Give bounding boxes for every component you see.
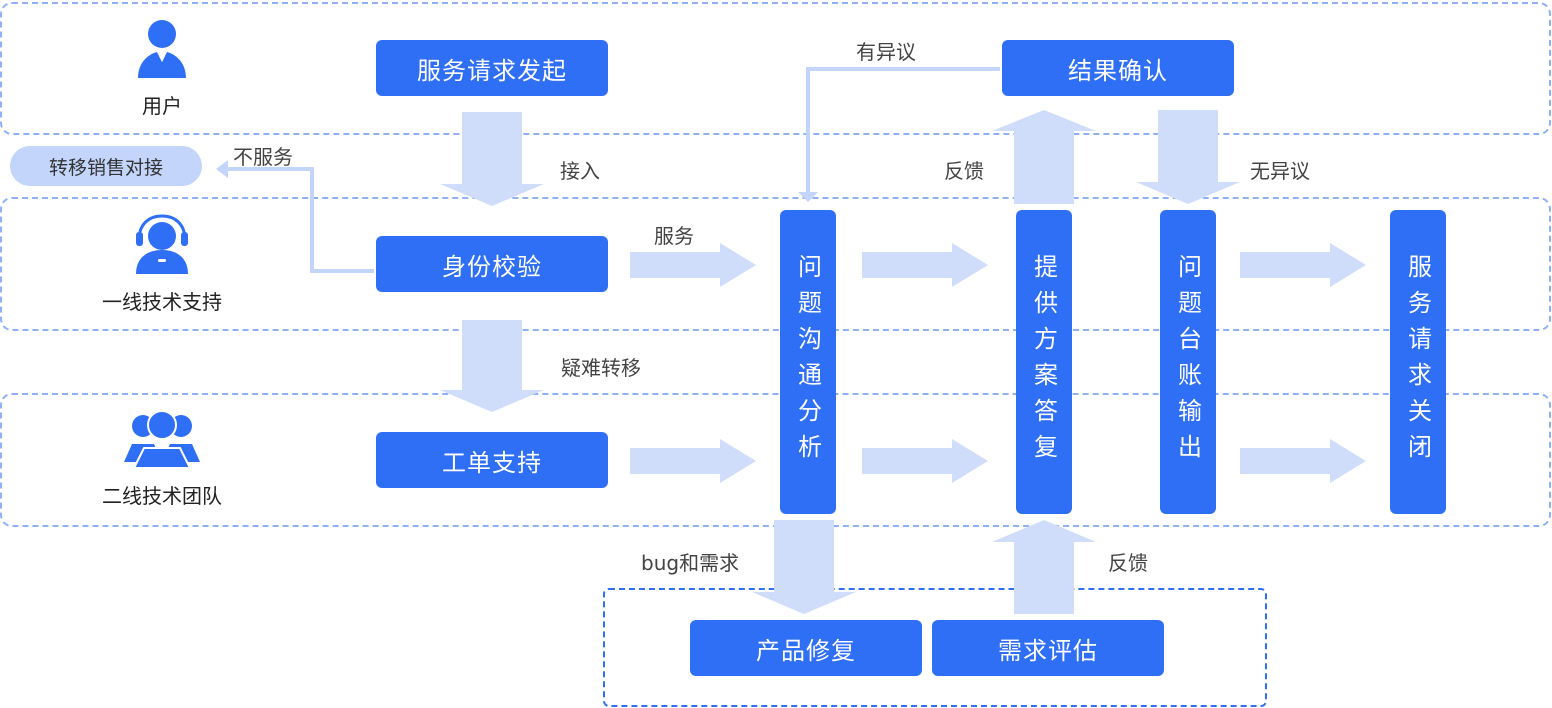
- arrow-ticket-to-analysis: [630, 439, 756, 483]
- label-feedback-up: 反馈: [944, 159, 984, 183]
- arrow-service: [630, 243, 756, 287]
- user-icon: [138, 20, 186, 78]
- headset-agent-icon: [136, 214, 188, 274]
- node-request-start[interactable]: 服务请求发起: [376, 40, 608, 96]
- role-user: 用户: [62, 18, 262, 119]
- arrow-escalate: [440, 320, 544, 412]
- arrow-bug-and-req: [752, 520, 856, 614]
- label-no-service: 不服务: [233, 145, 293, 169]
- arrow-analysis-to-solution-2: [862, 439, 988, 483]
- arrow-analysis-to-solution-1: [862, 243, 988, 287]
- label-objection: 有异议: [856, 40, 916, 64]
- arrow-feedback-up: [992, 110, 1096, 204]
- role-second-line-label: 二线技术团队: [102, 484, 222, 508]
- team-icon: [124, 410, 200, 469]
- node-solution-reply[interactable]: 提供方案答复: [1016, 210, 1072, 514]
- role-second-line: 二线技术团队: [62, 410, 262, 509]
- role-first-line-label: 一线技术支持: [102, 290, 222, 314]
- node-product-fix[interactable]: 产品修复: [690, 620, 922, 676]
- label-no-objection: 无异议: [1250, 159, 1310, 183]
- label-access: 接入: [560, 159, 600, 183]
- arrow-no-service: [228, 167, 374, 273]
- label-feedback-bottom: 反馈: [1108, 551, 1148, 575]
- node-result-confirm[interactable]: 结果确认: [1002, 40, 1234, 96]
- dev-group-box: [603, 588, 1267, 707]
- arrow-feedback-bottom: [992, 520, 1096, 614]
- arrow-objection: [806, 67, 1000, 192]
- arrow-ledger-to-close-2: [1240, 439, 1366, 483]
- node-ledger-output[interactable]: 问题台账输出: [1160, 210, 1216, 514]
- role-user-label: 用户: [142, 94, 182, 118]
- lane-first-line-support: [0, 197, 1551, 331]
- lane-user: [0, 2, 1551, 135]
- arrow-no-objection: [1136, 110, 1240, 204]
- label-service: 服务: [654, 224, 694, 248]
- label-escalate: 疑难转移: [561, 356, 641, 380]
- node-request-close[interactable]: 服务请求关闭: [1390, 210, 1446, 514]
- arrow-ledger-to-close-1: [1240, 243, 1366, 287]
- arrow-access: [440, 112, 544, 206]
- node-ticket-support[interactable]: 工单支持: [376, 432, 608, 488]
- role-first-line: 一线技术支持: [62, 214, 262, 315]
- node-requirement-eval[interactable]: 需求评估: [932, 620, 1164, 676]
- label-bug-and-req: bug和需求: [641, 551, 740, 575]
- node-transfer-sales[interactable]: 转移销售对接: [10, 146, 202, 186]
- node-identity-check[interactable]: 身份校验: [376, 236, 608, 292]
- node-problem-analysis[interactable]: 问题沟通分析: [780, 210, 836, 514]
